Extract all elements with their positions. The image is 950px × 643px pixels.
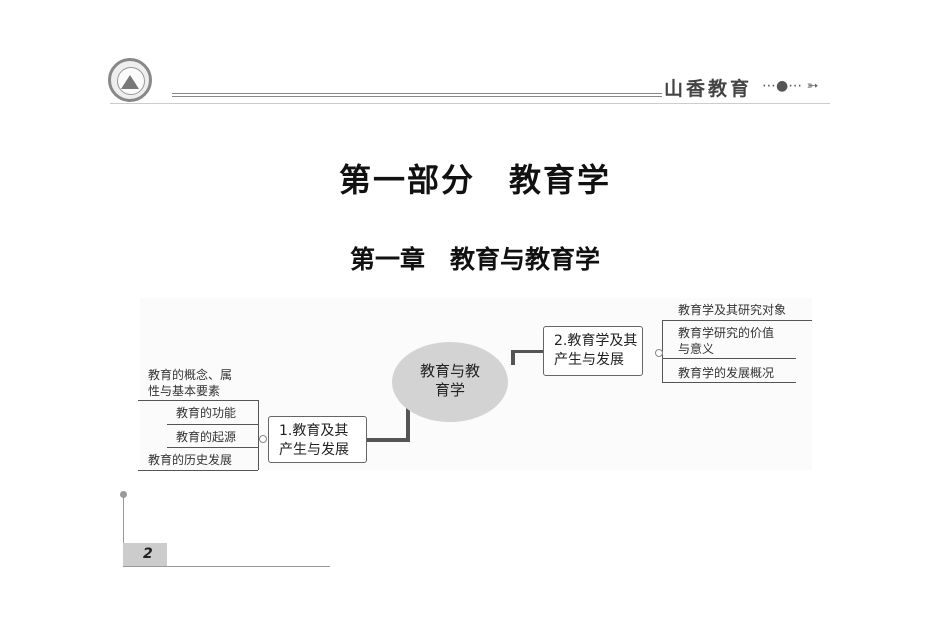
central-topic[interactable]: 教育与教育学 <box>392 342 508 422</box>
node-2[interactable]: 2.教育学及其产生与发展 <box>543 326 643 376</box>
leaf-history[interactable]: 教育的历史发展 <box>148 453 233 467</box>
page-number: 2 <box>123 543 167 566</box>
node-label: 产生与发展 <box>554 352 624 368</box>
central-line: 育学 <box>434 381 465 399</box>
connector <box>366 438 410 442</box>
logo <box>108 58 152 102</box>
leaf-value[interactable]: 教育学研究的价值与意义 <box>678 326 775 356</box>
chapter-title: 第一章 教育与教育学 <box>349 245 600 274</box>
connector <box>406 402 410 442</box>
central-line: 教育与教 <box>419 362 480 380</box>
footer-line <box>123 566 330 567</box>
leaf-concept[interactable]: 教育的概念、属性与基本要素 <box>148 368 233 398</box>
connector <box>511 350 515 365</box>
leaf-origin[interactable]: 教育的起源 <box>176 430 237 444</box>
bracket <box>258 400 259 470</box>
ornament-icon: ⋯●⋯ ➳ <box>762 78 819 94</box>
node-label: 1.教育及其 <box>279 423 349 439</box>
page-title: 第一部分 教育学 <box>338 161 611 199</box>
footer-dot <box>120 491 127 498</box>
node-label: 2.教育学及其 <box>554 333 638 349</box>
header-brand: 山香教育 <box>664 78 753 100</box>
header-divider <box>110 103 830 104</box>
node-label: 产生与发展 <box>279 442 349 458</box>
collapse-icon[interactable] <box>655 349 663 357</box>
node-1[interactable]: 1.教育及其产生与发展 <box>268 416 367 463</box>
header-line <box>172 93 662 97</box>
leaf-development[interactable]: 教育学的发展概况 <box>678 366 775 380</box>
footer-line <box>123 496 124 566</box>
leaf-object[interactable]: 教育学及其研究对象 <box>678 303 787 317</box>
collapse-icon[interactable] <box>259 435 267 443</box>
connector <box>513 350 543 353</box>
leaf-function[interactable]: 教育的功能 <box>176 406 237 420</box>
